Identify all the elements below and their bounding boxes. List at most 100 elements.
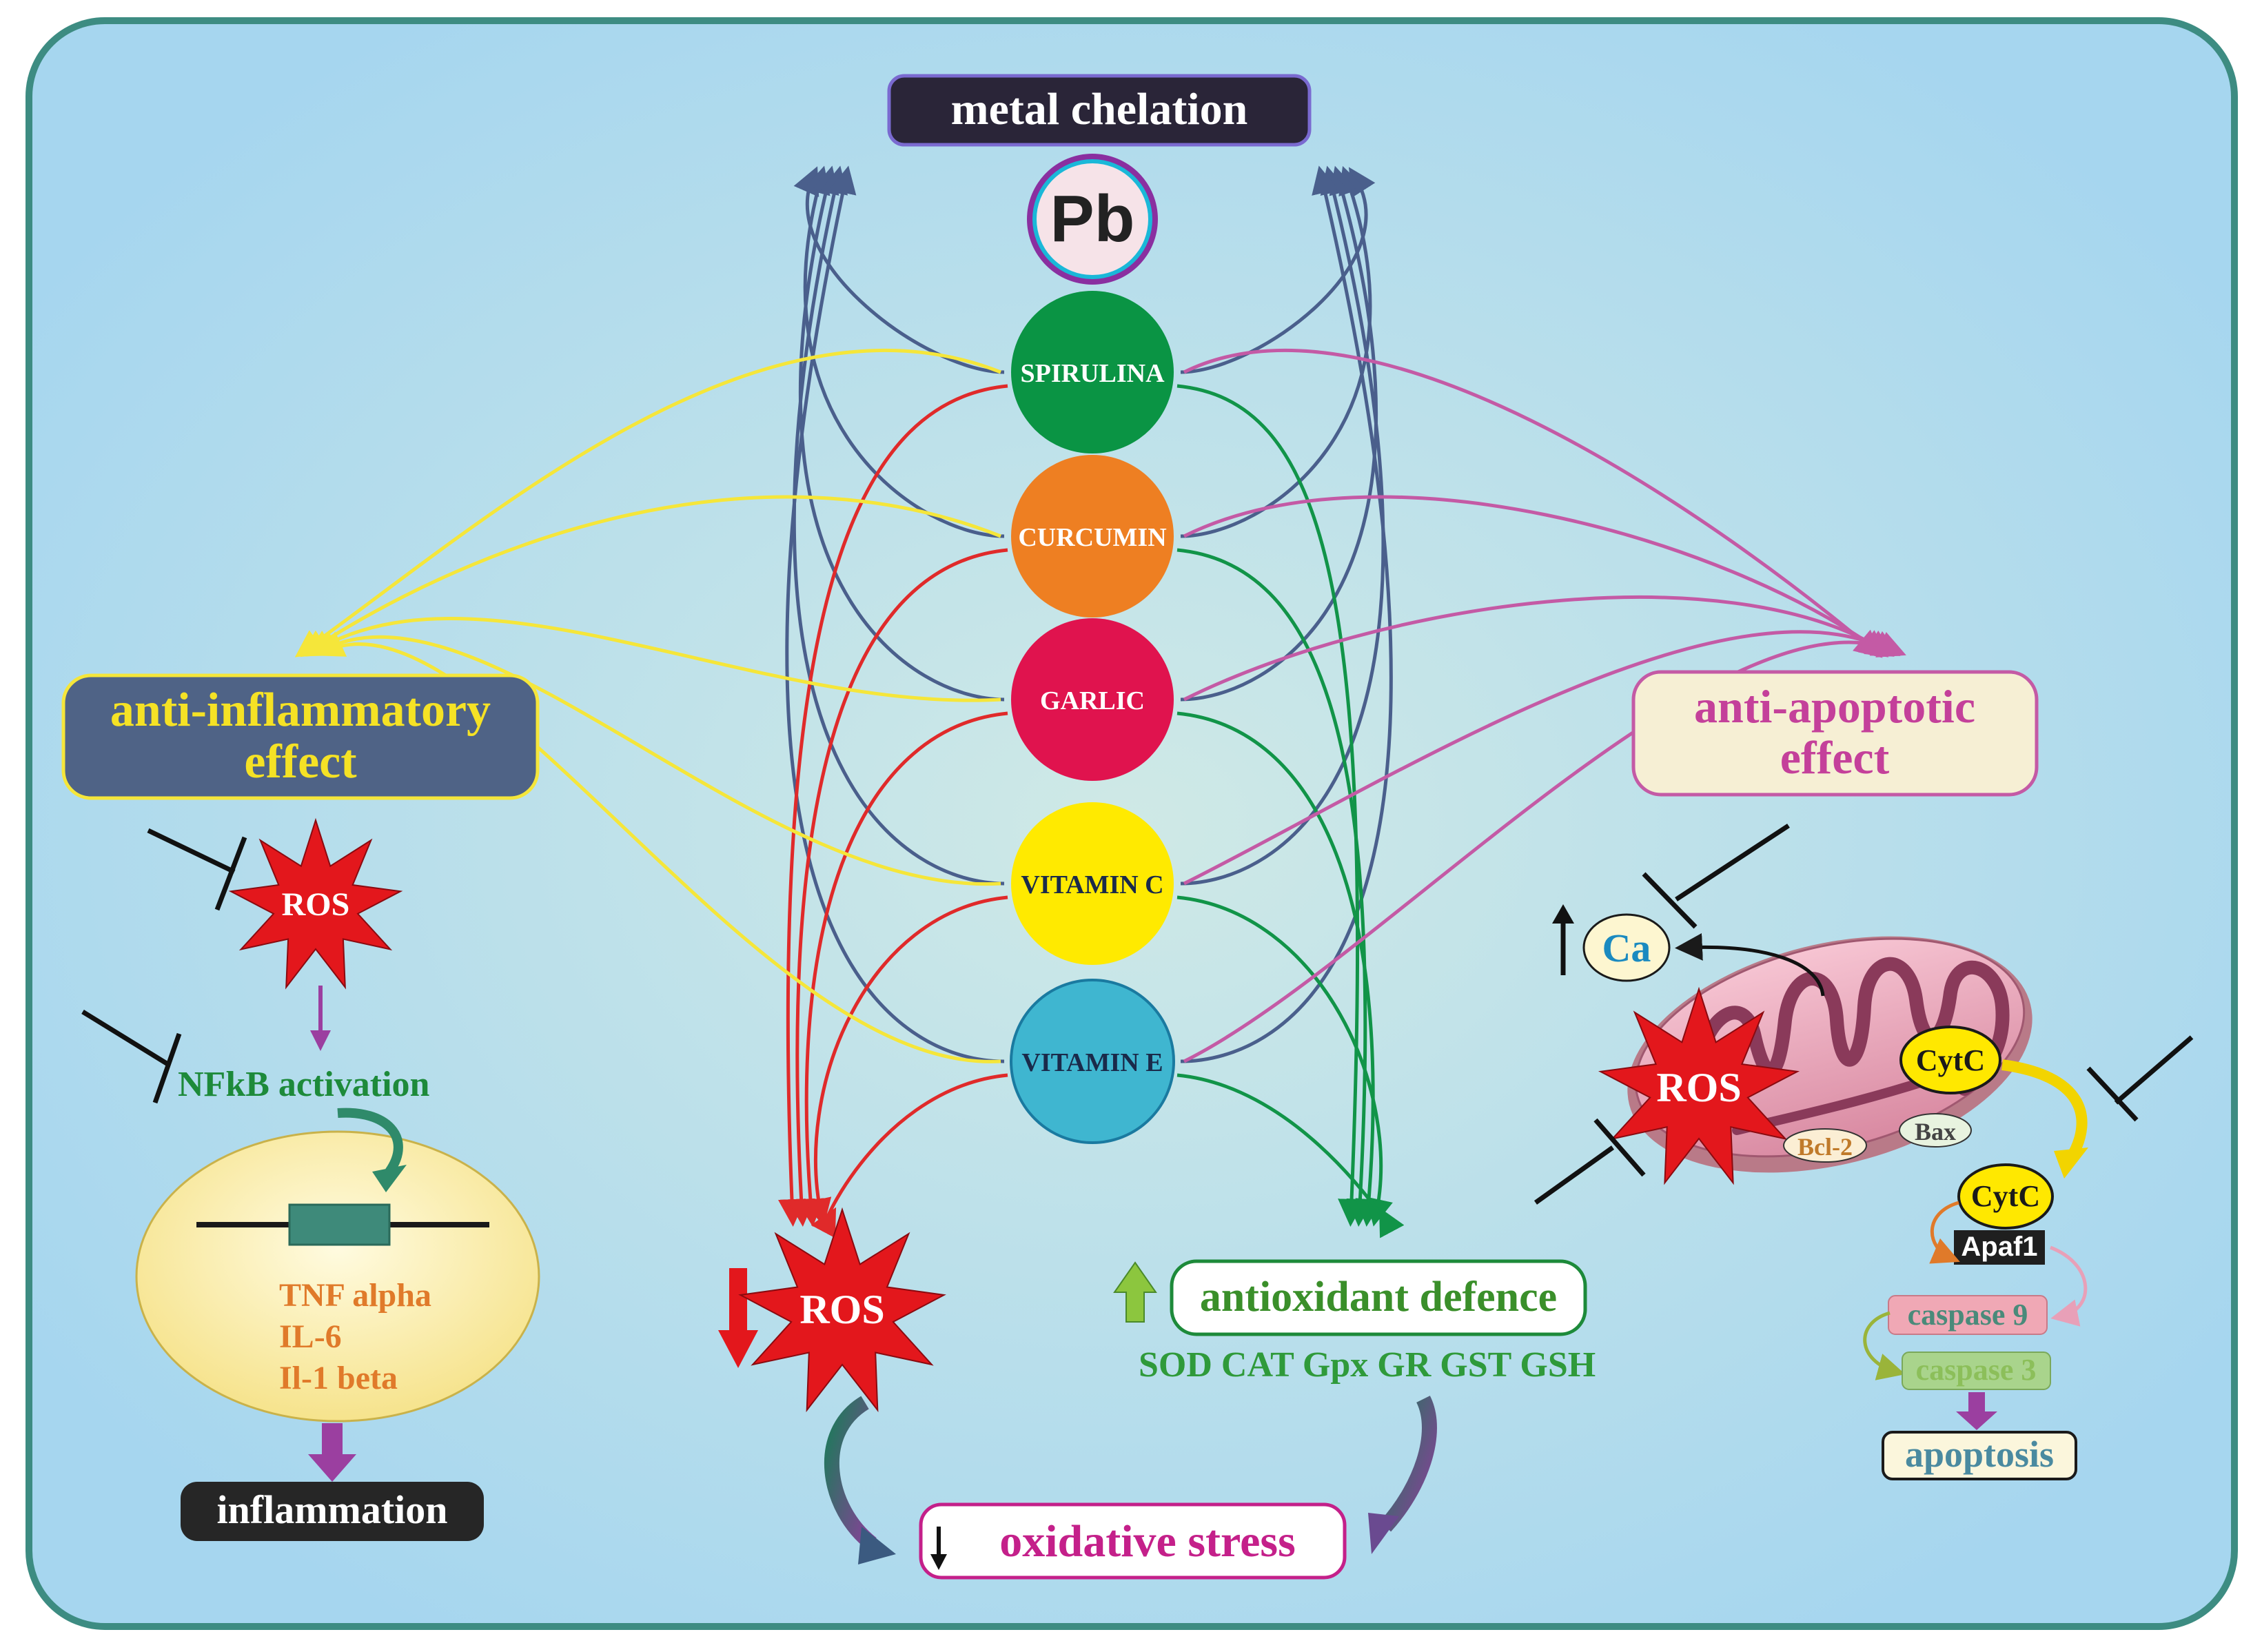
- chelation-line-left: [803, 165, 1005, 538]
- pb-label: Pb: [1050, 182, 1135, 256]
- agent-vitamin-c: VITAMIN C: [1011, 802, 1174, 965]
- cytokine-1: TNF alpha: [279, 1277, 431, 1314]
- oxidative-stress-box: oxidative stress: [919, 1502, 1347, 1580]
- agent-label: VITAMIN C: [1021, 870, 1163, 899]
- inflammatory-line: [310, 631, 1001, 886]
- cytc-mito-label: CytC: [1916, 1043, 1985, 1077]
- metal-chelation-label: metal chelation: [887, 74, 1312, 147]
- agent-garlic: GARLIC: [1011, 618, 1174, 781]
- inhibitor-ros-left: [147, 828, 247, 911]
- inflammation-box: inflammation: [181, 1482, 484, 1541]
- chelation-line-right: [1180, 165, 1378, 702]
- chelation-line-right: [1180, 165, 1385, 886]
- chelation-line-left: [792, 165, 1005, 886]
- agent-label: CURCUMIN: [1018, 523, 1166, 552]
- anti-inflammatory-title-1: anti-inflammatory: [110, 684, 491, 737]
- bax-badge: Bax: [1899, 1113, 1972, 1148]
- cytc-apaf1: CytC Apaf1: [1929, 1163, 2054, 1265]
- agent-label: SPIRULINA: [1020, 359, 1165, 388]
- cytokine-3: Il-1 beta: [279, 1360, 398, 1396]
- cytc-label: CytC: [1971, 1179, 2040, 1213]
- chelation-line-left: [793, 166, 1005, 374]
- anti-apoptotic-title-1: anti-apoptotic: [1694, 680, 1975, 733]
- inflammatory-line: [316, 631, 1001, 1063]
- down-arrow-ros-nfkb: [310, 986, 331, 1051]
- chelation-line-left: [798, 165, 1005, 702]
- chelation-line-right: [1180, 167, 1376, 374]
- ros-down-arrow: [718, 1268, 758, 1368]
- agent-label: GARLIC: [1040, 686, 1145, 715]
- inflammation-label: inflammation: [216, 1487, 447, 1532]
- ros-star-right: ROS: [1598, 986, 1800, 1185]
- cytc-release-arrow: [2001, 1059, 2088, 1161]
- cell-nucleus: TNF alpha IL-6 Il-1 beta: [135, 1108, 540, 1422]
- ros-center-label: ROS: [799, 1287, 884, 1332]
- curved-arrows-oxidative: [824, 1396, 1437, 1564]
- cytc-mito: CytC: [1899, 1026, 2001, 1094]
- arrow-to-apoptosis: [1956, 1392, 1997, 1430]
- casp9-to-casp3-arrow: [1863, 1311, 1906, 1380]
- cytc-release-arrowhead: [2054, 1148, 2088, 1179]
- caspase3-box: caspase 3: [1902, 1352, 2051, 1390]
- apaf1-label: Apaf1: [1961, 1232, 2037, 1262]
- antioxidant-label: antioxidant defence: [1200, 1274, 1557, 1320]
- arrow-to-inflammation: [308, 1423, 356, 1482]
- apoptotic-line: [1183, 631, 1906, 1063]
- antioxidant-line: [1176, 1073, 1405, 1238]
- antioxidant-line: [1176, 384, 1366, 1227]
- apoptotic-line: [1183, 349, 1883, 658]
- inflammatory-line: [294, 349, 1001, 657]
- apoptosis-box: apoptosis: [1882, 1431, 2077, 1480]
- inhibitor-cytc: [2086, 1035, 2194, 1122]
- inhibitor-ros-right: [1534, 1118, 1646, 1205]
- caspase9-label: caspase 9: [1908, 1298, 2028, 1332]
- inflammatory-line: [300, 495, 1001, 657]
- metal-chelation-text: metal chelation: [951, 84, 1248, 134]
- ros-line: [777, 384, 1008, 1227]
- antioxidant-line: [1176, 711, 1383, 1227]
- agent-spirulina: SPIRULINA: [1011, 291, 1174, 453]
- ros-line: [787, 548, 1008, 1227]
- pb-circle: Pb: [1027, 154, 1158, 285]
- apoptosis-label: apoptosis: [1905, 1434, 2054, 1475]
- antioxidant-line: [1176, 548, 1374, 1227]
- bcl2-label: Bcl-2: [1797, 1133, 1853, 1161]
- antioxidant-up-arrow: [1113, 1261, 1157, 1323]
- antioxidant-line: [1176, 895, 1393, 1227]
- anti-inflammatory-title-2: effect: [244, 735, 356, 788]
- ros-star-left: ROS: [228, 817, 403, 990]
- cytokine-2: IL-6: [279, 1318, 342, 1355]
- oxidative-stress-label: oxidative stress: [999, 1516, 1296, 1567]
- apoptotic-line: [1183, 630, 1901, 886]
- anti-apoptotic-title-2: effect: [1780, 731, 1890, 784]
- anti-inflammatory-box: anti-inflammatory effect: [61, 673, 540, 800]
- inhibitor-ca: [1642, 824, 1790, 929]
- ca-arrow-group: Ca: [1552, 904, 1825, 997]
- ca-label: Ca: [1602, 926, 1651, 970]
- apoptotic-line: [1183, 495, 1889, 657]
- agent-circles: SPIRULINA CURCUMIN GARLIC VITAMIN C VITAMIN …: [1010, 291, 1175, 1144]
- caspase9-box: caspase 9: [1888, 1295, 2048, 1335]
- apoptotic-line: [1183, 595, 1895, 702]
- ros-left-label: ROS: [282, 886, 350, 923]
- bcl2-badge: Bcl-2: [1783, 1128, 1867, 1163]
- agent-vitamin-e: VITAMIN E: [1010, 979, 1175, 1144]
- chelation-line-right: [1180, 165, 1372, 538]
- anti-apoptotic-box: anti-apoptotic effect: [1631, 670, 2039, 797]
- chelation-line-left: [785, 165, 1005, 1063]
- caspase3-label: caspase 3: [1916, 1353, 2037, 1387]
- inflammatory-line: [305, 616, 1001, 702]
- apaf1-to-casp9-arrow: [2050, 1245, 2088, 1327]
- nfkb-label: NFkB activation: [178, 1065, 430, 1104]
- enzymes-label: SOD CAT Gpx GR GST GSH: [1139, 1345, 1596, 1385]
- antioxidant-box: antioxidant defence: [1170, 1259, 1587, 1336]
- inhibitor-nfkb: [81, 1010, 182, 1104]
- agent-label: VITAMIN E: [1021, 1048, 1163, 1077]
- ros-right-label: ROS: [1656, 1065, 1741, 1110]
- ros-line: [811, 1073, 1008, 1238]
- ros-star-center: ROS: [738, 1207, 946, 1413]
- connection-lines: [294, 165, 1906, 1238]
- agent-curcumin: CURCUMIN: [1011, 455, 1174, 618]
